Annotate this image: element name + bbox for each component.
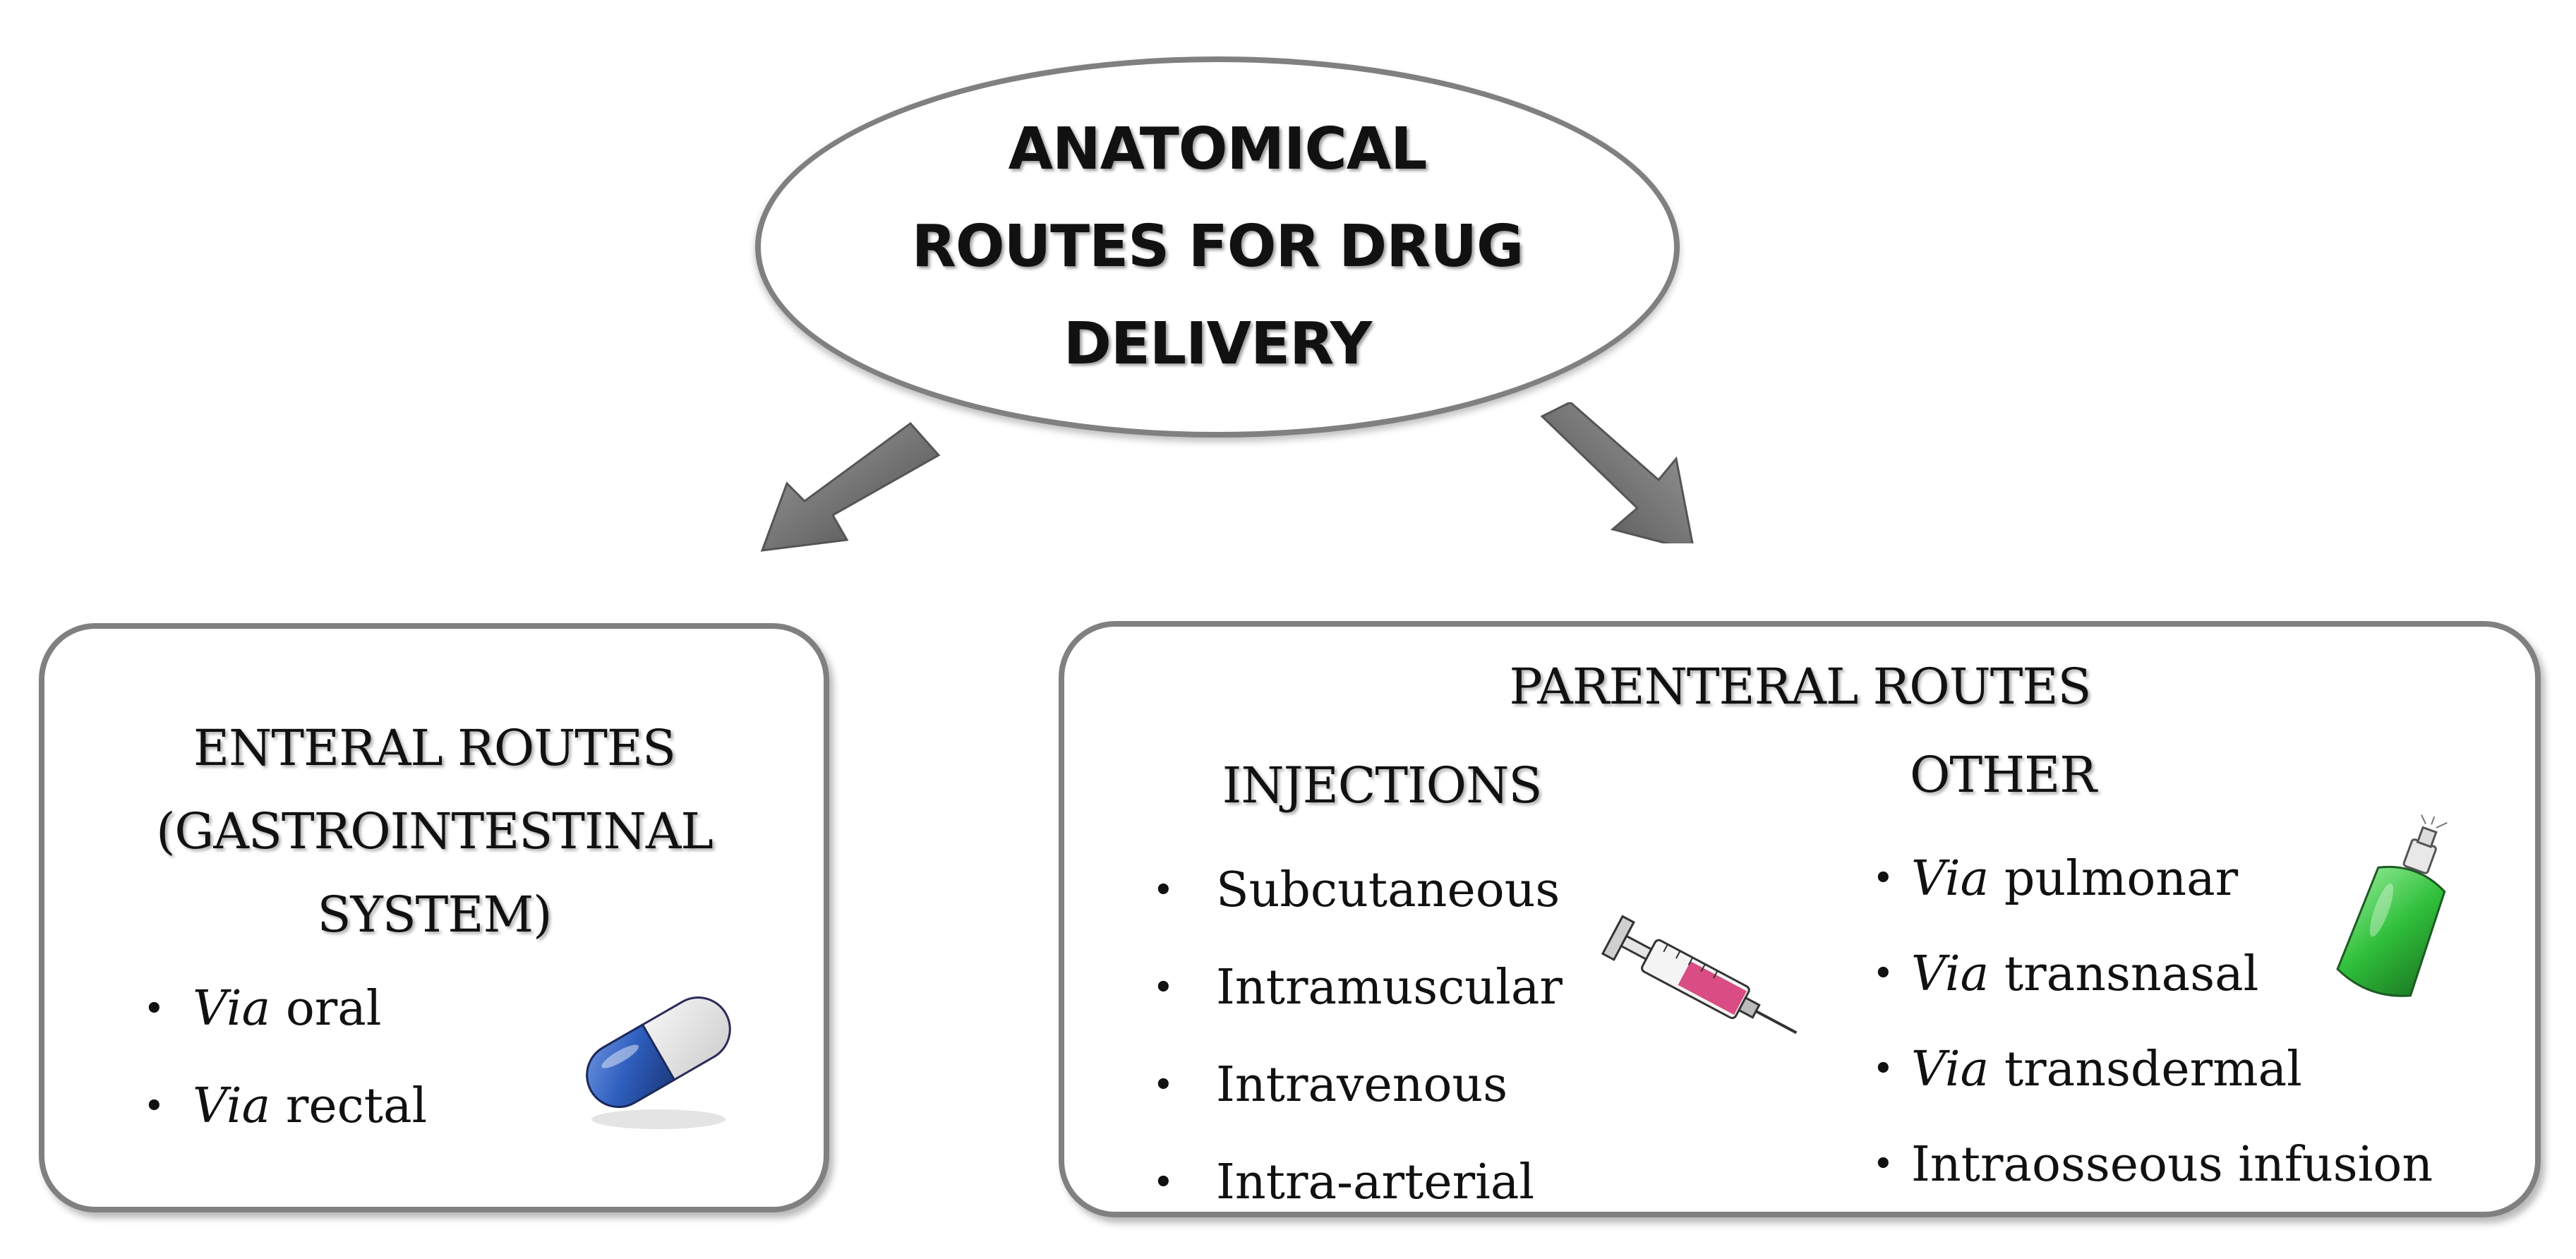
parenteral-heading: PARENTERAL ROUTES xyxy=(1509,658,2092,716)
bullet: • xyxy=(1872,1143,1894,1186)
bullet: • xyxy=(143,988,165,1030)
route-name: rectal xyxy=(270,1078,428,1134)
list-item: • Via transdermal xyxy=(1872,1022,2433,1117)
route-name: pulmonar xyxy=(1989,851,2239,907)
route-name: Intra-arterial xyxy=(1216,1155,1535,1210)
list-item: • Via pulmonar xyxy=(1872,831,2433,927)
list-item: • Intraosseous infusion xyxy=(1872,1117,2433,1212)
syringe-icon xyxy=(1601,915,1798,1035)
bullet: • xyxy=(143,1085,165,1128)
title-line: DELIVERY xyxy=(1063,311,1372,378)
spray-bottle-icon xyxy=(2336,814,2448,997)
enteral-heading-line: SYSTEM) xyxy=(317,886,553,944)
bullet: • xyxy=(1872,953,1894,995)
other-list: • Via pulmonar • Via transnasal • Via trans… xyxy=(1872,831,2433,1212)
enteral-heading: ENTERAL ROUTES (GASTROINTESTINAL SYSTEM) xyxy=(44,706,824,956)
enteral-heading-line: ENTERAL ROUTES xyxy=(193,719,676,777)
enteral-heading-line: (GASTROINTESTINAL xyxy=(156,802,714,860)
list-item: • Via transnasal xyxy=(1872,927,2433,1022)
via-prefix: Via xyxy=(1911,946,1990,1002)
via-prefix: Via xyxy=(1911,851,1990,907)
route-name: Intramuscular xyxy=(1216,960,1563,1016)
via-prefix: Via xyxy=(1911,1042,1990,1097)
enteral-list: • Via oral • Via rectal xyxy=(143,960,428,1155)
enteral-routes-box: ENTERAL ROUTES (GASTROINTESTINAL SYSTEM)… xyxy=(39,623,829,1212)
arrow-down-left-icon xyxy=(760,421,941,552)
route-name: oral xyxy=(270,981,382,1037)
arrow-down-right-icon xyxy=(1540,402,1694,543)
list-item: • Intra-arterial xyxy=(1152,1134,1563,1231)
list-item: • Subcutaneous xyxy=(1152,842,1563,939)
via-prefix: Via xyxy=(193,981,271,1037)
bullet: • xyxy=(1152,1064,1174,1107)
bullet: • xyxy=(1872,1048,1894,1090)
route-name: transdermal xyxy=(1989,1042,2302,1097)
route-name: Intravenous xyxy=(1216,1057,1508,1113)
parenteral-routes-box: PARENTERAL ROUTES INJECTIONS • Subcutaneo… xyxy=(1059,621,2541,1217)
bullet: • xyxy=(1152,1162,1174,1204)
bullet: • xyxy=(1152,869,1174,912)
title-line: ROUTES FOR DRUG xyxy=(911,213,1524,280)
diagram-title: ANATOMICAL ROUTES FOR DRUG DELIVERY xyxy=(912,101,1524,393)
route-name: Subcutaneous xyxy=(1216,862,1560,918)
via-prefix: Via xyxy=(193,1078,271,1134)
list-item: • Via rectal xyxy=(143,1058,428,1155)
bullet: • xyxy=(1152,967,1174,1009)
title-ellipse: ANATOMICAL ROUTES FOR DRUG DELIVERY xyxy=(755,56,1680,438)
bullet: • xyxy=(1872,857,1894,900)
route-name: Intraosseous infusion xyxy=(1911,1137,2433,1193)
title-line: ANATOMICAL xyxy=(1008,116,1428,183)
list-item: • Intramuscular xyxy=(1152,939,1563,1037)
route-name: transnasal xyxy=(1989,946,2259,1002)
list-item: • Via oral xyxy=(143,960,427,1058)
other-heading: OTHER xyxy=(1910,746,2097,804)
list-item: • Intravenous xyxy=(1152,1037,1563,1134)
injections-heading: INJECTIONS xyxy=(1222,757,1543,814)
capsule-pill-icon xyxy=(586,996,731,1129)
injections-list: • Subcutaneous • Intramuscular • Intravenou… xyxy=(1152,842,1563,1231)
